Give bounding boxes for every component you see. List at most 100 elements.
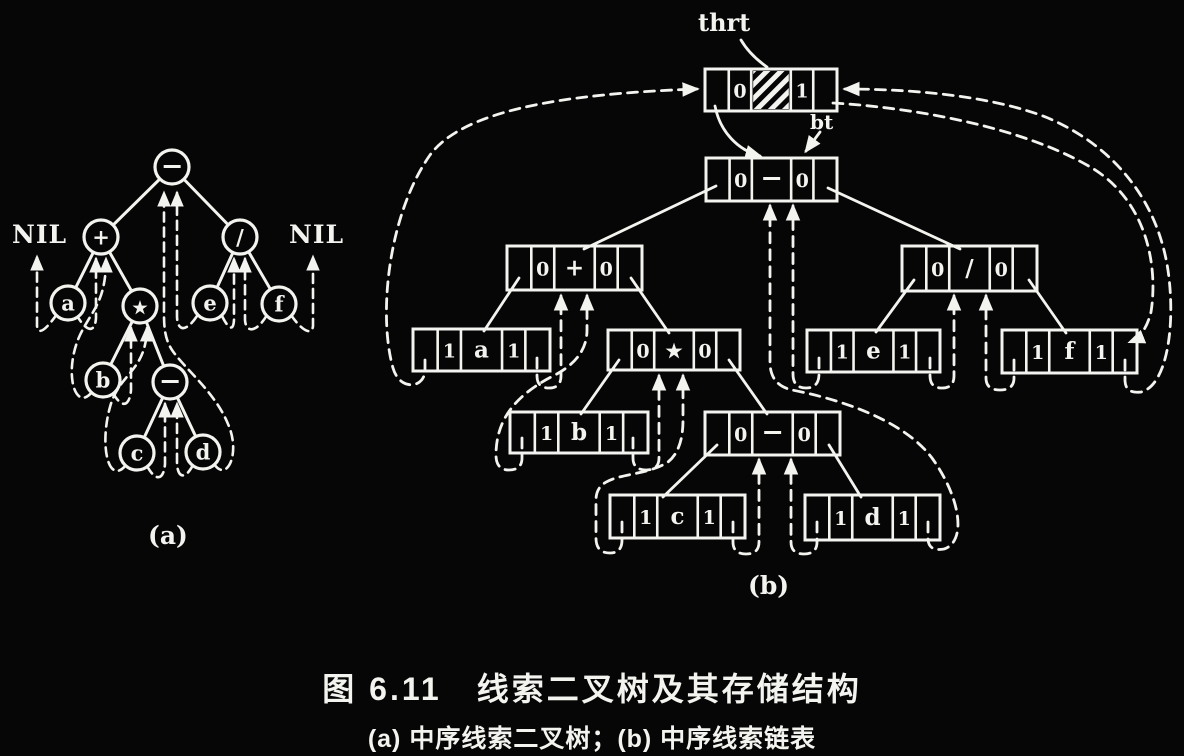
part-b-label: (b) [748, 571, 790, 600]
record-box-plus [505, 244, 644, 292]
record-rtag: 1 [898, 342, 911, 364]
tree-node-label-minus1: − [161, 151, 184, 182]
thread-c-right-to-minus2 [145, 401, 172, 479]
thread-b-left-to-plus [70, 256, 113, 399]
record-rtag: 0 [995, 259, 1008, 281]
record-ltag: 0 [931, 259, 944, 281]
child-link-plus-lchild-to-a [482, 276, 521, 333]
record-rtag: 0 [798, 424, 811, 446]
record-rtag: 1 [507, 341, 520, 363]
child-link-bt-pointer-head-to-root [713, 104, 763, 160]
record-plus: 0 +0 [505, 244, 644, 292]
tree-node-circle-b [84, 361, 122, 399]
tree-node-a: a [49, 284, 87, 322]
record-rtag: 0 [698, 341, 711, 363]
record-rtag: 1 [605, 423, 618, 445]
record-box-b [508, 410, 650, 455]
thread-b-left-to-plus [494, 293, 595, 472]
tree-node-label-b: b [96, 368, 111, 393]
record-rtag: 1 [795, 81, 808, 103]
thread-e-right-to-div [220, 256, 241, 329]
tree-node-circle-f [260, 285, 298, 323]
record-minus2: 0−0 [703, 410, 842, 457]
tree-node-circle-e [191, 284, 229, 322]
tree-node-label-a: a [61, 291, 75, 316]
tree-node-label-f: f [274, 292, 285, 317]
child-link-minus2-rchild-to-d [827, 443, 863, 499]
part-a-label: (a) [148, 521, 188, 550]
tree-node-circle-minus1 [153, 148, 191, 186]
tree-node-circle-d [184, 433, 222, 471]
thread-head-right-to-f [831, 101, 1155, 344]
record-ltag: 1 [540, 423, 553, 445]
tree-node-c: c [118, 434, 156, 472]
record-box-d [803, 493, 942, 542]
record-ltag: 0 [536, 259, 549, 281]
thread-a-right-to-plus [535, 293, 569, 390]
record-rtag: 0 [600, 259, 613, 281]
thread-e-left-to-root [785, 203, 821, 390]
tree-node-plus: + [82, 218, 120, 256]
record-rtag: 1 [703, 507, 716, 529]
thread-c-left-to-star [104, 325, 154, 473]
record-rtag: 0 [796, 170, 809, 192]
record-rtag: 1 [1095, 342, 1108, 364]
record-ltag: 0 [636, 341, 649, 363]
record-ltag: 0 [734, 170, 747, 192]
record-data: − [760, 163, 783, 194]
tree-node-circle-minus2 [151, 363, 189, 401]
tree-node-label-star: ★ [132, 299, 148, 319]
record-data: d [864, 504, 880, 531]
thread-d-right-to-root [157, 190, 235, 472]
tree-node-b: b [84, 361, 122, 399]
record-box-e [805, 328, 942, 374]
record-data: / [965, 255, 974, 282]
figure-caption: 图 6.11 线索二叉树及其存储结构 [322, 671, 862, 707]
tree-node-div: / [221, 218, 259, 256]
record-div: 0 / 0 [900, 244, 1039, 293]
tree-node-label-plus: + [92, 225, 110, 250]
child-link-star-lchild-to-b [579, 358, 621, 416]
record-hatched-data-cell [753, 71, 789, 109]
thread-f-left-to-div [238, 256, 269, 331]
record-data: b [571, 419, 587, 446]
record-ltag: 0 [733, 81, 746, 103]
tree-node-label-c: c [131, 441, 144, 466]
record-box-a [411, 327, 552, 373]
record-data: e [866, 338, 881, 365]
tree-node-circle-plus [82, 218, 120, 256]
thread-e-left-to-root [170, 190, 199, 330]
record-data: ★ [665, 341, 682, 363]
tree-node-circle-div [221, 218, 259, 256]
tree-node-f: f [260, 285, 298, 323]
record-ltag: 1 [836, 342, 849, 364]
record-box-f [1000, 328, 1139, 375]
record-data: + [565, 255, 584, 282]
record-ltag: 1 [443, 341, 456, 363]
record-star: 0 ★ 0 [606, 328, 742, 372]
thread-a-left-to-head [385, 82, 700, 387]
tree-node-d: d [184, 433, 222, 471]
tree-node-circle-a [49, 284, 87, 322]
tree-node-circle-c [118, 434, 156, 472]
thread-c-left-to-star [594, 373, 691, 555]
tree-node-minus2: − [151, 363, 189, 401]
thread-a-left-to-nil [30, 254, 59, 333]
record-ltag: 1 [639, 507, 652, 529]
thread-d-left-to-minus2 [783, 457, 819, 556]
record-data: c [670, 503, 684, 530]
child-link-root-lchild-to-plus [582, 184, 718, 251]
tree-node-minus1: − [153, 148, 191, 186]
child-link-thrt-pointer-line [739, 38, 769, 69]
thread-c-right-to-minus2 [731, 457, 767, 556]
tree-node-circle-star [121, 287, 159, 325]
bt-pointer-label: bt [810, 110, 834, 134]
record-ltag: 1 [1031, 342, 1044, 364]
